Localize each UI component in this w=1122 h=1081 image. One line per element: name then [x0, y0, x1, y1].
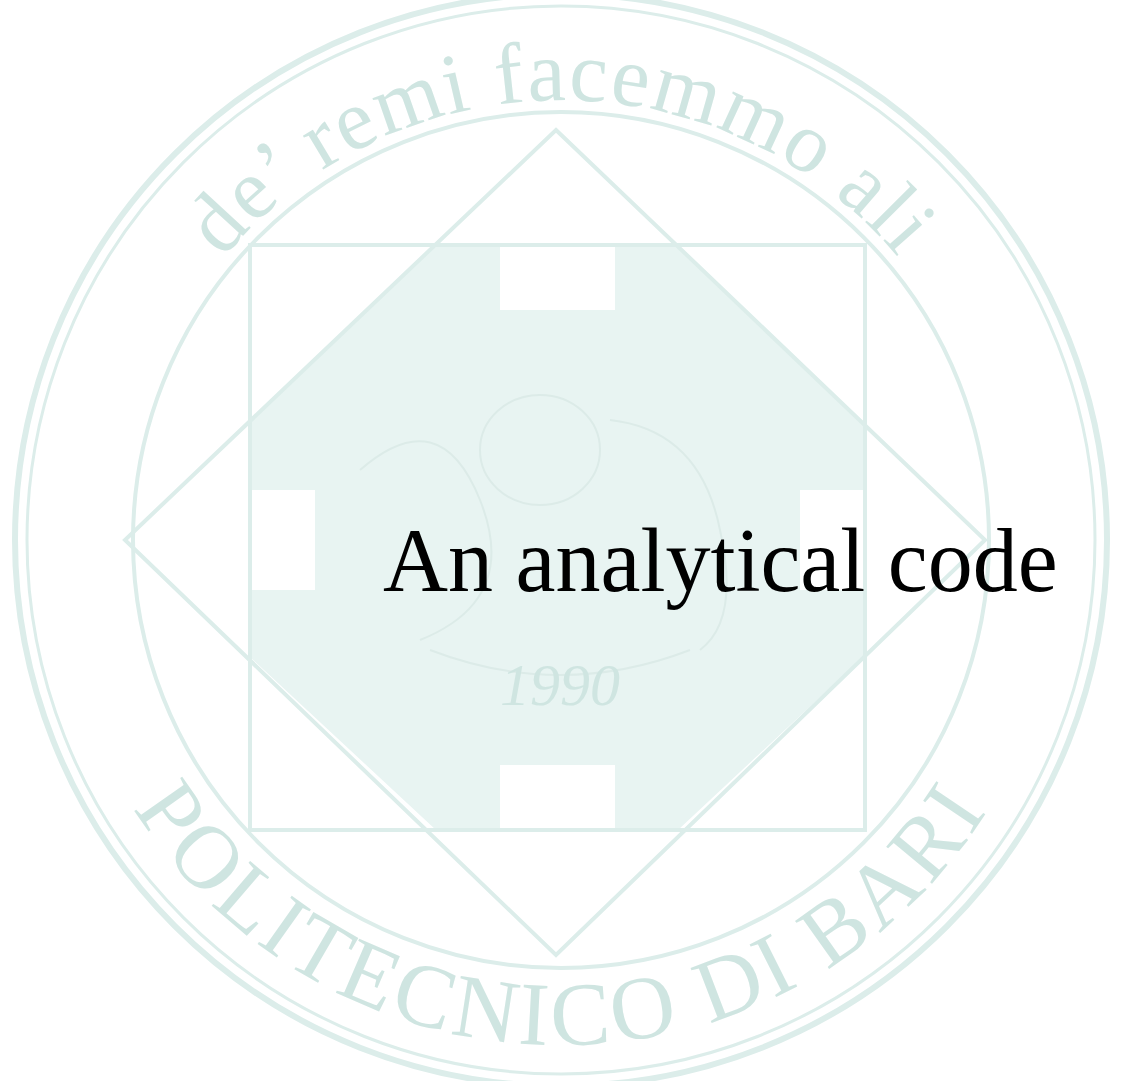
seal-name: POLITECNICO DI BARI: [117, 762, 1005, 1064]
outer-ring-inner: [27, 6, 1095, 1074]
seal-motto: de’ remi facemmo ali: [166, 23, 957, 271]
outer-ring: [15, 0, 1107, 1081]
lion-head: [480, 395, 600, 505]
seal-year: 1990: [500, 652, 620, 718]
seal-name-text: POLITECNICO DI BARI: [117, 762, 1005, 1064]
seal-motto-text: de’ remi facemmo ali: [166, 23, 957, 271]
seal-rings: [15, 0, 1107, 1081]
slide-title: An analytical code: [383, 516, 1058, 606]
